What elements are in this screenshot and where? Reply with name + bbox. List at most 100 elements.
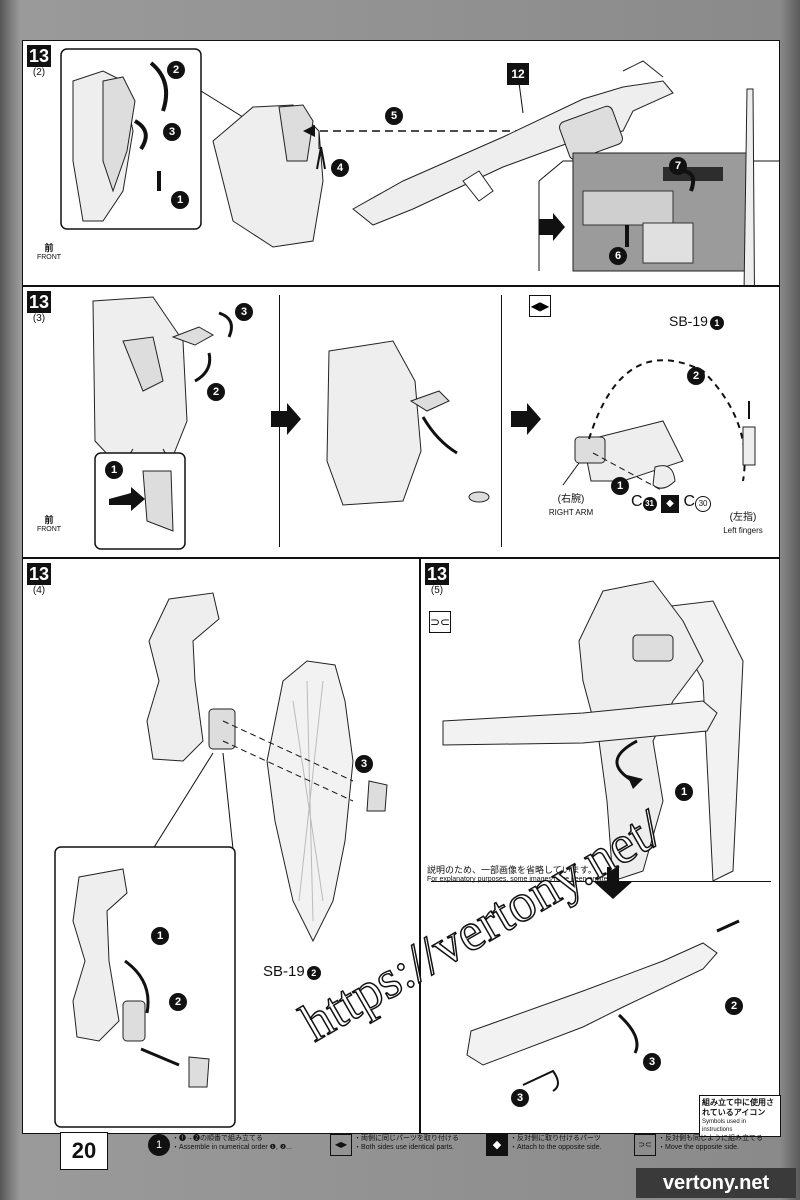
callout-1: 1 <box>675 783 693 801</box>
both-sides-icon: ◀▶ <box>529 295 551 317</box>
divider-col-bottom <box>419 559 421 1133</box>
callout-1: 1 <box>611 477 629 495</box>
legend-en: ・Assemble in numerical order ❶, ❷... <box>172 1144 292 1151</box>
callout-7: 7 <box>669 157 687 175</box>
step-number: 13 <box>27 291 51 313</box>
c-right-letter: C <box>683 493 696 510</box>
step5-rifle-detail <box>466 942 718 1066</box>
right-arm-en: RIGHT ARM <box>548 508 594 517</box>
front-label-jp: 前 <box>44 243 54 253</box>
step-header-13-4: 13 (4) <box>27 563 51 596</box>
step5-back-wing <box>662 600 744 882</box>
sb19-rod <box>743 88 755 285</box>
swap-icon: ◆ <box>661 495 680 513</box>
sb19-part-circle: 2 <box>306 966 321 980</box>
symbols-en: Symbols used in instructions <box>702 1119 747 1133</box>
callout-2: 2 <box>725 997 743 1015</box>
legend-jp: ・反対側に取り付けるパーツ <box>510 1135 601 1142</box>
page-number: 20 <box>60 1132 108 1170</box>
legend-opposite-same: ⊃⊂ ・反対側も同じように組み立てる ・Move the opposite si… <box>634 1132 784 1166</box>
step-number: 13 <box>27 45 51 67</box>
step4-forearm <box>146 592 220 762</box>
c-left-letter: C <box>631 493 643 510</box>
callout-3: 3 <box>643 1053 661 1071</box>
legend-text: ・両側に同じパーツを取り付ける ・Both sides use identica… <box>354 1134 459 1152</box>
callout-6: 6 <box>609 247 627 265</box>
callout-3: 3 <box>511 1089 529 1107</box>
callout-3: 3 <box>163 123 181 141</box>
sb19-label-text: SB-19 <box>669 313 708 329</box>
step-number: 13 <box>27 563 51 585</box>
legend-jp: ・反対側も同じように組み立てる <box>658 1135 763 1142</box>
legend-text: ・反対側も同じように組み立てる ・Move the opposite side. <box>658 1134 763 1152</box>
step3-leg-middle <box>326 340 422 506</box>
callout-2: 2 <box>687 367 705 385</box>
left-fingers-label: (左指) Left fingers <box>713 511 773 537</box>
callout-1: 1 <box>151 927 169 945</box>
opposite-attach-icon: ◆ <box>486 1134 508 1156</box>
opposite-side-icon: ⊃⊂ <box>634 1134 656 1156</box>
right-arm-jp: (右腕) <box>557 494 585 505</box>
step-header-13-2: 13 (2) <box>27 45 51 78</box>
divider-row-2 <box>23 557 779 559</box>
c-right-number: 30 <box>695 496 712 512</box>
step-substep: (4) <box>32 585 46 596</box>
step2-diagram <box>60 48 779 285</box>
callout-4: 4 <box>331 159 349 177</box>
opposite-side-icon: ⊃⊂ <box>429 611 451 633</box>
step-substep: (2) <box>32 67 46 78</box>
symbols-box: 組み立て中に使用されているアイコン Symbols used in instru… <box>699 1095 781 1137</box>
legend-text: ・❶→❷の順番で組み立てる ・Assemble in numerical ord… <box>172 1134 292 1152</box>
front-label-en: FRONT <box>36 526 62 533</box>
step4-diagram <box>54 592 388 1128</box>
callout-3: 3 <box>355 755 373 773</box>
divider-col-3-2 <box>501 295 502 547</box>
front-label-jp: 前 <box>44 515 54 525</box>
sb19-part-circle: 1 <box>709 316 724 330</box>
both-sides-icon: ◀▶ <box>330 1134 352 1156</box>
step-number: 13 <box>425 563 449 585</box>
legend-en: ・Move the opposite side. <box>658 1144 739 1151</box>
step5-note: 説明のため、一部画像を省略しています。 For explanatory purp… <box>427 863 627 883</box>
left-fingers-en: Left fingers <box>723 526 763 535</box>
callout-3: 3 <box>235 303 253 321</box>
legend-opposite-attach: ◆ ・反対側に取り付けるパーツ ・Attach to the opposite … <box>486 1132 628 1166</box>
legend-text: ・反対側に取り付けるパーツ ・Attach to the opposite si… <box>510 1134 601 1152</box>
step-header-13-5: 13 (5) <box>425 563 449 596</box>
legend-jp: ・両側に同じパーツを取り付ける <box>354 1135 459 1142</box>
callout-1: 1 <box>171 191 189 209</box>
instruction-sheet: 13 (2) 13 (3) 13 (4) 13 (5) <box>22 40 781 1137</box>
legend-both-sides: ◀▶ ・両側に同じパーツを取り付ける ・Both sides use ident… <box>330 1132 480 1166</box>
right-arm-label: (右腕) RIGHT ARM <box>541 493 601 519</box>
front-label-en: FRONT <box>36 254 62 261</box>
callout-2: 2 <box>169 993 187 1011</box>
step5-beam-rifle <box>442 700 718 746</box>
callout-5: 5 <box>385 107 403 125</box>
step-header-13-3: 13 (3) <box>27 291 51 324</box>
front-indicator: 前 FRONT <box>31 513 67 533</box>
symbols-jp: 組み立て中に使用されているアイコン <box>702 1098 774 1117</box>
left-fingers-jp: (左指) <box>729 512 757 523</box>
note-en: For explanatory purposes, some images ha… <box>427 876 614 883</box>
step-substep: (3) <box>32 313 46 324</box>
legend-jp: ・❶→❷の順番で組み立てる <box>172 1135 263 1142</box>
callout-1: 1 <box>105 461 123 479</box>
step5-diagram <box>442 580 744 1092</box>
watermark-badge: vertony.net <box>636 1168 796 1198</box>
divider-row-1 <box>23 285 779 287</box>
step-substep: (5) <box>430 585 444 596</box>
legend-en: ・Attach to the opposite side. <box>510 1144 602 1151</box>
numerical-order-icon: 1 <box>148 1134 170 1156</box>
c-left-number: 31 <box>642 497 657 511</box>
part-number-12: 12 <box>507 63 529 85</box>
callout-2: 2 <box>167 61 185 79</box>
front-indicator: 前 FRONT <box>31 241 67 261</box>
legend-numerical-order: 1 ・❶→❷の順番で組み立てる ・Assemble in numerical o… <box>148 1132 324 1166</box>
note-jp: 説明のため、一部画像を省略しています。 <box>427 865 597 875</box>
sb19-label-text: SB-19 <box>263 963 305 980</box>
callout-2: 2 <box>207 383 225 401</box>
